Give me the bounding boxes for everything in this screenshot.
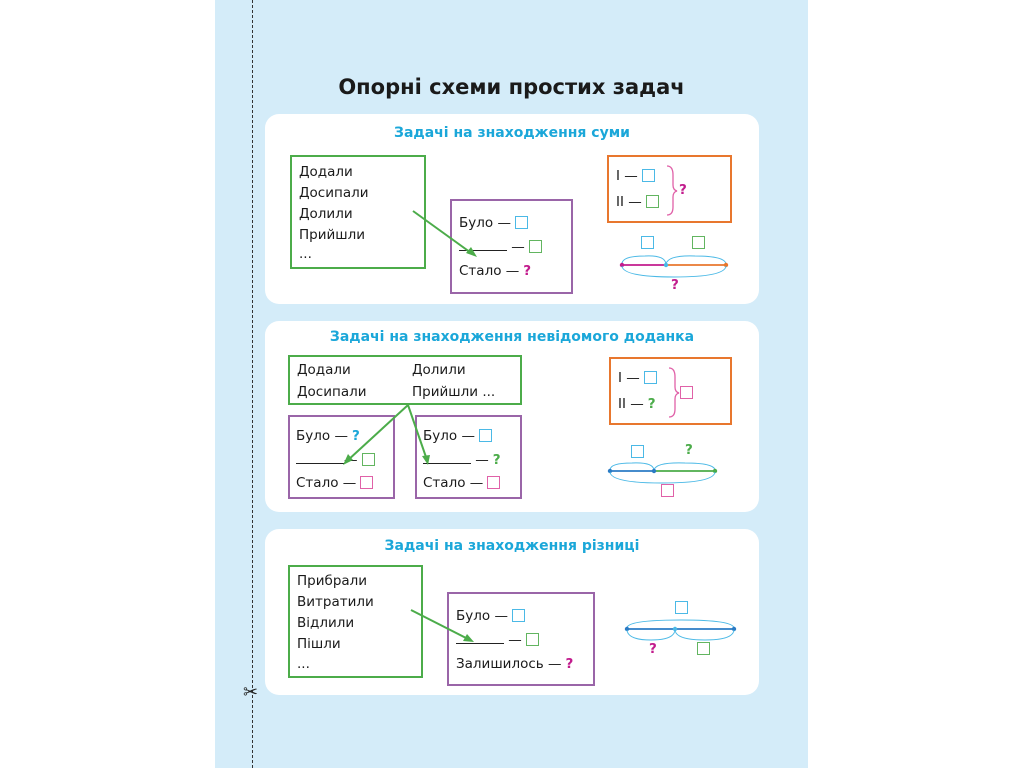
scheme-box-sum: І — ІІ — ? (607, 155, 732, 223)
card-sum: Задачі на знаходження суми Додали Досипа… (265, 114, 759, 304)
condition-row-initial: Було — (423, 428, 492, 444)
card-difference: Задачі на знаходження різниці Прибрали В… (265, 529, 759, 695)
condition-row-change: — (459, 239, 542, 255)
brace-icon (668, 367, 680, 418)
difference-question: ? (649, 641, 657, 657)
scheme-box-addend: І — ІІ —? (609, 357, 732, 425)
condition-row-result: Стало — (423, 475, 501, 491)
verb-item: Досипали (299, 185, 369, 201)
total-square (661, 484, 674, 497)
verb-item: Витратили (297, 594, 374, 610)
sum-question: ? (679, 182, 687, 198)
verb-item: Долили (412, 362, 466, 378)
brace-icon (666, 165, 678, 216)
arrow-sum (412, 210, 477, 257)
segment-whole (675, 601, 688, 614)
worksheet-page: ✂ Опорні схеми простих задач Задачі на з… (215, 0, 808, 768)
condition-row-result: Стало —? (459, 263, 532, 279)
card-unknown-addend: Задачі на знаходження невідомого доданка… (265, 321, 759, 512)
condition-row-change: —? (423, 452, 501, 468)
verb-item: Прибрали (297, 573, 368, 589)
condition-box-difference: Було — — Залишилось —? (447, 592, 595, 686)
condition-row-result: Залишилось —? (456, 656, 574, 672)
arrow-difference (410, 609, 474, 642)
scissors-icon: ✂ (243, 682, 259, 703)
card-title-sum: Задачі на знаходження суми (394, 125, 630, 141)
total-square (680, 386, 693, 399)
condition-row-initial: Було —? (296, 428, 360, 444)
segment-part-2-question: ? (685, 442, 693, 458)
segment-part-1 (631, 445, 644, 458)
card-title-unknown-addend: Задачі на знаходження невідомого доданка (329, 329, 695, 345)
verb-item: ... (297, 656, 310, 672)
page-title: Опорні схеми простих задач (338, 75, 685, 99)
verb-item: Долили (299, 206, 353, 222)
segment-diagram-addend (607, 462, 718, 484)
verb-item: Пішли (297, 636, 341, 652)
total-question: ? (671, 277, 679, 293)
scheme-row-2: ІІ —? (618, 396, 656, 412)
scheme-row-2: ІІ — (616, 194, 659, 210)
verb-item: Додали (297, 362, 351, 378)
segment-diagram-sum (619, 255, 729, 278)
condition-box-addend-2: Було — —? Стало — (415, 415, 522, 499)
condition-row-initial: Було — (459, 215, 528, 231)
segment-part-2 (692, 236, 705, 249)
condition-row-result: Стало — (296, 475, 374, 491)
removed-part-square (697, 642, 710, 655)
scheme-row-1: І — (616, 168, 655, 184)
condition-row-initial: Було — (456, 608, 525, 624)
condition-row-change: — (456, 632, 539, 648)
segment-diagram-difference (624, 619, 737, 641)
verb-item: Прийшли ... (412, 384, 496, 400)
arrows-addend (343, 404, 430, 465)
segment-part-1 (641, 236, 654, 249)
verbs-box-sum: Додали Досипали Долили Прийшли ... (290, 155, 426, 269)
cut-line (252, 0, 253, 768)
verb-item: Відлили (297, 615, 355, 631)
verb-item: Прийшли (299, 227, 366, 243)
verb-item: ... (299, 246, 312, 262)
verbs-box-difference: Прибрали Витратили Відлили Пішли ... (288, 565, 423, 678)
verb-item: Досипали (297, 384, 367, 400)
condition-box-sum: Було — — Стало —? (450, 199, 573, 294)
card-title-difference: Задачі на знаходження різниці (384, 538, 640, 554)
verb-item: Додали (299, 164, 353, 180)
scheme-row-1: І — (618, 370, 657, 386)
verbs-box-addend: Додали Досипали Долили Прийшли ... (288, 355, 522, 405)
